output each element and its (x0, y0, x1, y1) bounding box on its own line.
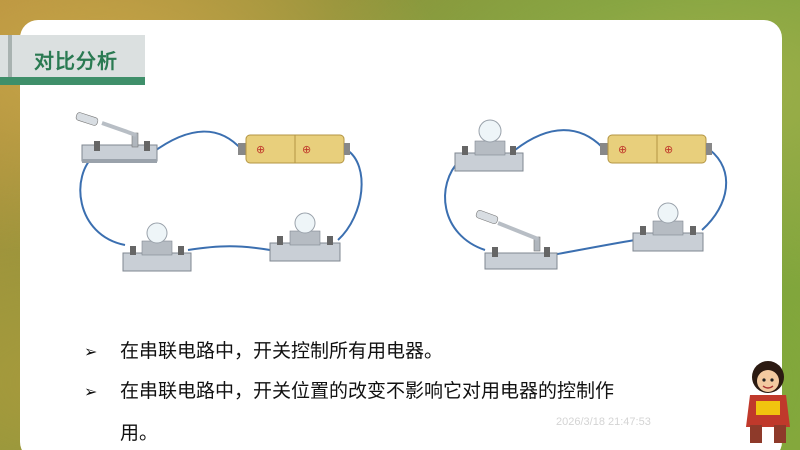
circuit-diagram-right: ⊕ ⊕ (444, 119, 728, 270)
wire (444, 159, 486, 251)
battery-plus-symbol: ⊕ (256, 143, 265, 156)
battery-plus-symbol: ⊕ (618, 143, 627, 156)
light-bulb (454, 119, 524, 172)
wire (337, 149, 363, 241)
bullet-text: 在串联电路中，开关位置的改变不影响它对用电器的控制作 (120, 380, 615, 402)
wire (514, 129, 603, 151)
title-underline (0, 77, 145, 85)
arrow-bullet-icon: ➢ (84, 382, 98, 401)
title-stripe (8, 35, 12, 85)
page-title: 对比分析 (34, 49, 118, 73)
timestamp: 2026/3/18 21:47:53 (556, 416, 651, 428)
wire (151, 130, 243, 154)
wire (187, 245, 271, 251)
wire (551, 239, 636, 256)
light-bulb (632, 202, 704, 252)
bullet-item: ➢ 在串联电路中，开关控制所有用电器。 (84, 336, 443, 363)
bullet-text: 在串联电路中，开关控制所有用电器。 (120, 340, 444, 362)
battery: ⊕ ⊕ (238, 134, 350, 164)
mascot-character-illustration (746, 361, 790, 443)
knife-switch (75, 112, 158, 163)
bullet-item: ➢ 在串联电路中，开关位置的改变不影响它对用电器的控制作 (84, 376, 614, 403)
light-bulb (122, 222, 192, 272)
bullet-text-continuation: 用。 (120, 422, 159, 444)
wire (79, 154, 126, 246)
battery-plus-symbol: ⊕ (302, 143, 311, 156)
title-tab (0, 35, 145, 85)
light-bulb (269, 212, 341, 262)
wire (701, 149, 728, 231)
arrow-bullet-icon: ➢ (84, 342, 98, 361)
circuit-diagram-left: ⊕ ⊕ (75, 112, 363, 272)
battery-plus-symbol: ⊕ (664, 143, 673, 156)
battery: ⊕ ⊕ (600, 134, 712, 164)
knife-switch (475, 210, 558, 270)
